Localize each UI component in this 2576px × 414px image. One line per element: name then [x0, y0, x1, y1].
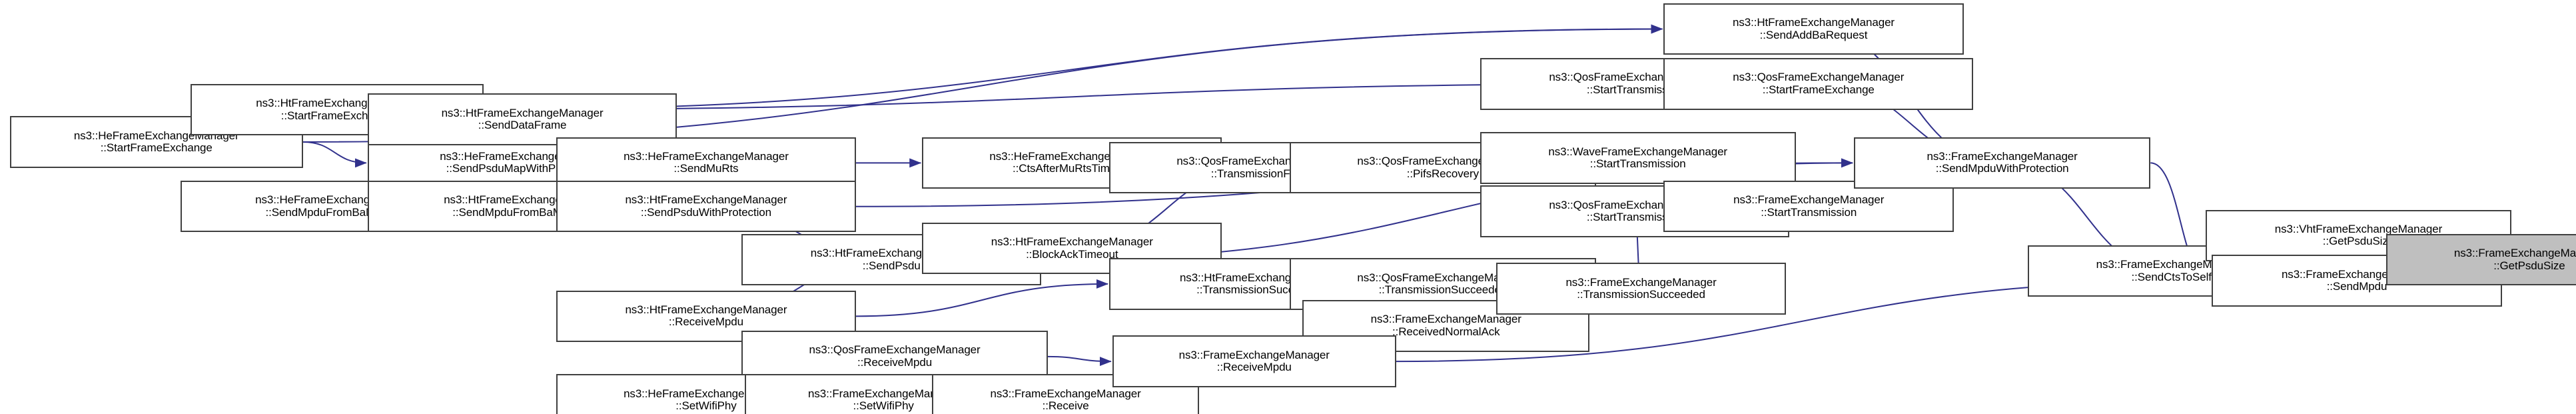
graph-node-fem_starttransmission[interactable]: ns3::FrameExchangeManager ::StartTransmi… — [1663, 181, 1954, 233]
node-label: ns3::QosFrameExchangeManager ::StartFram… — [1733, 71, 1905, 96]
graph-node-ht_sendaddbarequest[interactable]: ns3::HtFrameExchangeManager ::SendAddBaR… — [1663, 3, 1964, 55]
graph-edge — [856, 279, 1108, 317]
graph-node-fem_sendmpduwithprotection[interactable]: ns3::FrameExchangeManager ::SendMpduWith… — [1854, 137, 2151, 189]
node-label: ns3::FrameExchangeManager ::SendMpduWith… — [1927, 150, 2078, 175]
graph-node-he_startframeexchange[interactable]: ns3::HeFrameExchangeManager ::StartFrame… — [9, 116, 303, 168]
node-label: ns3::HtFrameExchangeManager ::SendDataFr… — [441, 106, 604, 132]
node-label: ns3::HeFrameExchangeManager ::SendMuRts — [624, 150, 789, 175]
node-label: ns3::HtFrameExchangeManager ::ReceiveMpd… — [625, 303, 787, 329]
node-label: ns3::FrameExchangeManager ::ReceiveMpdu — [1178, 348, 1330, 374]
graph-edge — [1047, 355, 1112, 367]
node-label: ns3::HtFrameExchangeManager ::SendAddBaR… — [1733, 16, 1895, 41]
graph-node-fem_transmissionsucceeded[interactable]: ns3::FrameExchangeManager ::Transmission… — [1496, 263, 1787, 315]
graph-edge — [302, 141, 367, 168]
node-label: ns3::FrameExchangeManager ::Receive — [990, 387, 1141, 413]
node-label: ns3::FrameExchangeManager ::StartTransmi… — [1733, 193, 1885, 219]
node-label: ns3::FrameExchangeManager ::SendCtsToSel… — [2096, 258, 2247, 283]
node-label: ns3::HeFrameExchangeManager ::StartFrame… — [73, 129, 239, 154]
graph-node-ht_sendpsduwithprotection[interactable]: ns3::HtFrameExchangeManager ::SendPsduWi… — [556, 181, 856, 233]
node-label: ns3::FrameExchangeManager ::Transmission… — [1565, 275, 1717, 301]
node-label: ns3::HtFrameExchangeManager ::SendPsduWi… — [625, 193, 787, 219]
node-label: ns3::FrameExchangeManager ::SetWifiPhy — [808, 387, 959, 413]
graph-node-fem_receivempdu[interactable]: ns3::FrameExchangeManager ::ReceiveMpdu — [1112, 335, 1396, 387]
node-label: ns3::VhtFrameExchangeManager ::GetPsduSi… — [2274, 222, 2443, 248]
graph-node-wave_starttransmission[interactable]: ns3::WaveFrameExchangeManager ::StartTra… — [1480, 132, 1796, 184]
node-label: ns3::FrameExchangeManager ::ReceivedNorm… — [1370, 313, 1521, 338]
graph-node-fem_getpsdusize[interactable]: ns3::FrameExchangeManager ::GetPsduSize — [2385, 233, 2576, 286]
node-label: ns3::FrameExchangeManager ::GetPsduSize — [2453, 247, 2576, 272]
graph-node-qos_startframeexchange[interactable]: ns3::QosFrameExchangeManager ::StartFram… — [1663, 58, 1974, 110]
node-label: ns3::HtFrameExchangeManager ::BlockAckTi… — [991, 235, 1153, 261]
node-label: ns3::QosFrameExchangeManager ::Transmiss… — [1357, 271, 1529, 296]
node-label: ns3::QosFrameExchangeManager ::ReceiveMp… — [809, 343, 981, 369]
node-label: ns3::WaveFrameExchangeManager ::StartTra… — [1548, 145, 1727, 171]
graph-node-ht_senddataframe[interactable]: ns3::HtFrameExchangeManager ::SendDataFr… — [367, 93, 677, 145]
